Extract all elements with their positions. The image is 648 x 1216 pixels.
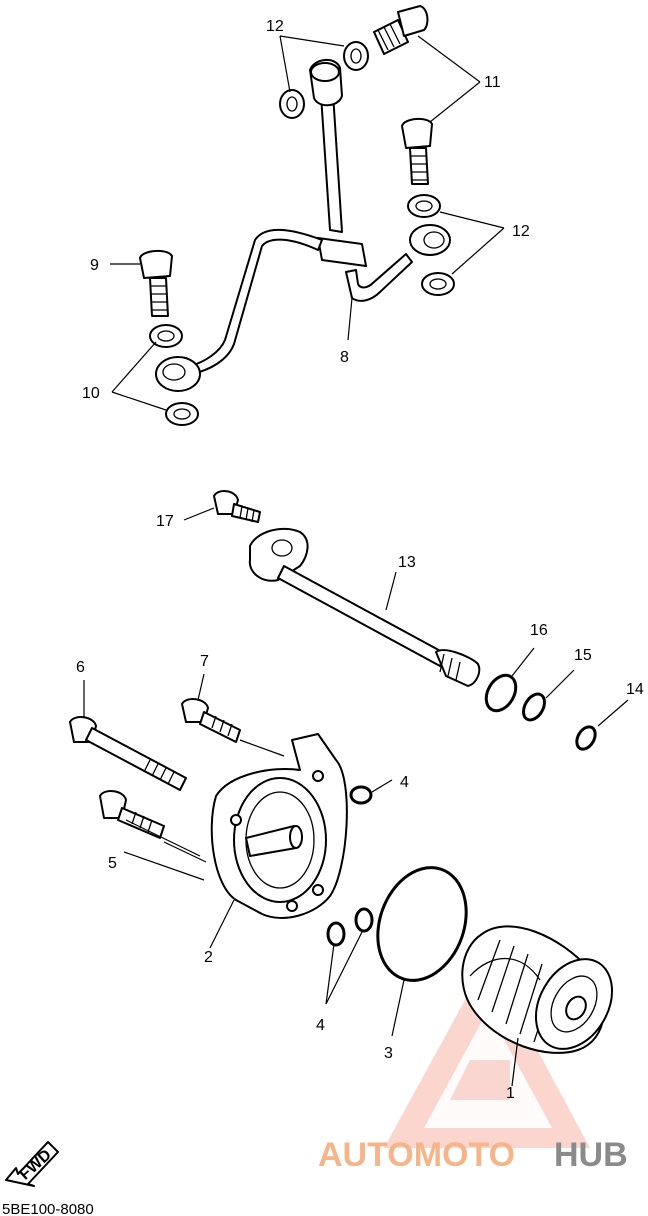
union-bolt-upper (373, 5, 429, 55)
label-part-2: 2 (204, 949, 213, 966)
label-part-10: 10 (82, 385, 100, 402)
bolt-6 (69, 716, 187, 791)
o-rings-cover (326, 785, 374, 947)
label-part-15: 15 (574, 647, 592, 664)
union-bolt-lower (401, 118, 433, 185)
union-bolt-9 (139, 250, 173, 317)
watermark-text-hub: HUB (554, 1136, 628, 1174)
label-part-12-top: 12 (266, 18, 284, 35)
leader-lines-top (110, 35, 505, 411)
oil-filter-cover (210, 733, 348, 919)
o-ring-3 (376, 866, 468, 982)
diagram-code: 5BE100-8080 (2, 1201, 94, 1216)
bolt-7 (181, 698, 241, 743)
label-part-7: 7 (200, 653, 209, 670)
o-rings-pipe (484, 673, 597, 751)
label-part-1: 1 (506, 1085, 515, 1102)
leader-lines-bottom (83, 673, 519, 1087)
leader-lines-middle (183, 507, 629, 727)
label-part-4-lower: 4 (316, 1017, 325, 1034)
part-labels: 12 11 12 9 8 10 17 13 16 15 14 6 7 4 5 2… (76, 18, 644, 1102)
bolt-17 (213, 490, 261, 523)
label-part-13: 13 (398, 554, 416, 571)
label-part-5: 5 (108, 855, 117, 872)
label-part-4-upper: 4 (400, 774, 409, 791)
label-part-16: 16 (530, 622, 548, 639)
oil-delivery-pipe (155, 59, 451, 392)
label-part-17: 17 (156, 513, 174, 530)
oil-filter-element (461, 925, 613, 1054)
oil-pipe-13 (248, 527, 481, 687)
fwd-arrow: FWD (5, 1141, 59, 1187)
bolt-5 (99, 790, 165, 839)
label-part-11: 11 (484, 74, 501, 91)
label-part-14: 14 (626, 681, 644, 698)
label-part-3: 3 (384, 1045, 393, 1062)
gasket-washers-top (149, 41, 455, 426)
label-part-9: 9 (90, 257, 99, 274)
label-part-6: 6 (76, 659, 85, 676)
label-part-8: 8 (340, 349, 349, 366)
watermark-logo (384, 958, 590, 1148)
label-part-12-right: 12 (512, 223, 530, 240)
watermark-text-automoto: AUTOMOTO (318, 1136, 515, 1174)
